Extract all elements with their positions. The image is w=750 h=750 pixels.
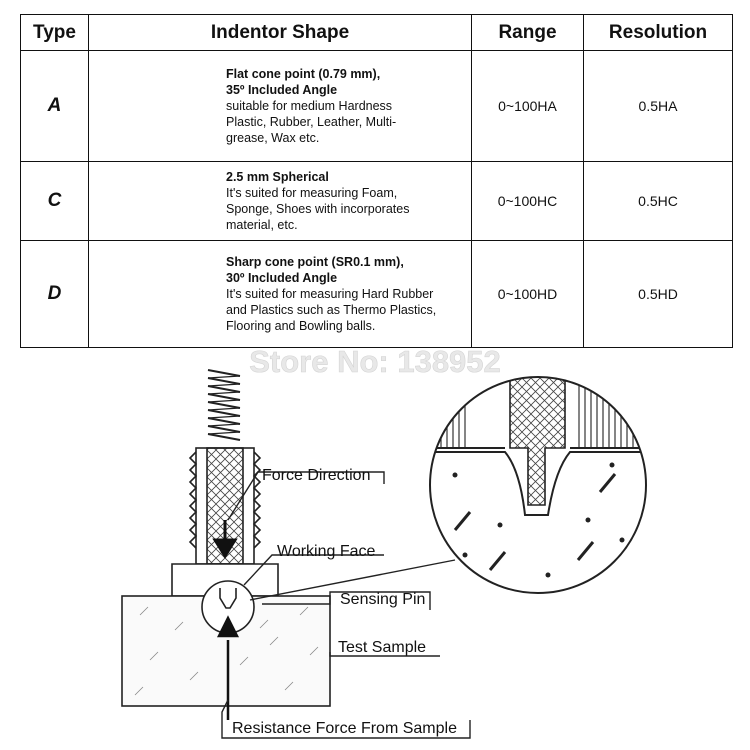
shape-line: and Plastics such as Thermo Plastics, — [226, 303, 437, 317]
watermark-text: Store No: 138952 — [249, 345, 501, 379]
resolution-cell: 0.5HA — [583, 50, 733, 162]
shape-line: material, etc. — [226, 218, 298, 232]
label-sensing-pin: Sensing Pin — [340, 591, 425, 608]
shape-line: It's suited for measuring Hard Rubber — [226, 287, 434, 301]
type-cell: C — [20, 161, 89, 241]
resolution-cell: 0.5HC — [583, 161, 733, 241]
shape-line: Flat cone point (0.79 mm), — [226, 67, 381, 81]
durometer-diagram: Store No: 138952 Force Direction — [121, 345, 647, 739]
type-cell: A — [20, 50, 89, 162]
spring — [207, 369, 241, 441]
header-range: Range — [471, 14, 584, 51]
header-type: Type — [20, 14, 89, 51]
table-row: C 2.5 mm Spherical It's suited for measu… — [20, 161, 733, 241]
header-resolution: Resolution — [583, 14, 733, 51]
label-test-sample: Test Sample — [338, 639, 426, 656]
type-cell: D — [20, 240, 89, 348]
table-row: D Sharp cone point (SR0.1 mm), 30º Inclu… — [20, 240, 733, 348]
indentor-spec-table: Type Indentor Shape Range Resolution A F… — [20, 14, 733, 348]
label-resistance-force: Resistance Force From Sample — [232, 720, 457, 737]
indentor-shape-cell: Sharp cone point (SR0.1 mm), 30º Include… — [88, 240, 472, 348]
indentor-shape-cell: 2.5 mm Spherical It's suited for measuri… — [88, 161, 472, 241]
label-force-direction: Force Direction — [262, 467, 370, 484]
shape-line: 30º Included Angle — [226, 271, 338, 285]
resistance-force-arrow — [216, 615, 240, 720]
shape-line: 2.5 mm Spherical — [226, 170, 329, 184]
zoomed-detail-view — [429, 376, 647, 594]
shape-line: suitable for medium Hardness — [226, 99, 393, 113]
table-header-row: Type Indentor Shape Range Resolution — [20, 14, 733, 51]
range-cell: 0~100HD — [471, 240, 584, 348]
shape-line: grease, Wax etc. — [226, 131, 320, 145]
shape-line: It's suited for measuring Foam, — [226, 186, 398, 200]
sensing-pin — [219, 588, 237, 609]
shape-line: 35º Included Angle — [226, 83, 338, 97]
table-row: A Flat cone point (0.79 mm), 35º Include… — [20, 50, 733, 162]
header-indentor-shape: Indentor Shape — [88, 14, 472, 51]
shape-line: Plastic, Rubber, Leather, Multi- — [226, 115, 397, 129]
shape-line: Sponge, Shoes with incorporates — [226, 202, 410, 216]
shape-line: Flooring and Bowling balls. — [226, 319, 376, 333]
callout-lines — [221, 471, 471, 739]
resolution-cell: 0.5HD — [583, 240, 733, 348]
indentor-shape-cell: Flat cone point (0.79 mm), 35º Included … — [88, 50, 472, 162]
range-cell: 0~100HC — [471, 161, 584, 241]
force-direction-arrow — [212, 520, 238, 559]
shape-line: Sharp cone point (SR0.1 mm), — [226, 255, 404, 269]
range-cell: 0~100HA — [471, 50, 584, 162]
label-working-face: Working Face — [277, 543, 376, 560]
